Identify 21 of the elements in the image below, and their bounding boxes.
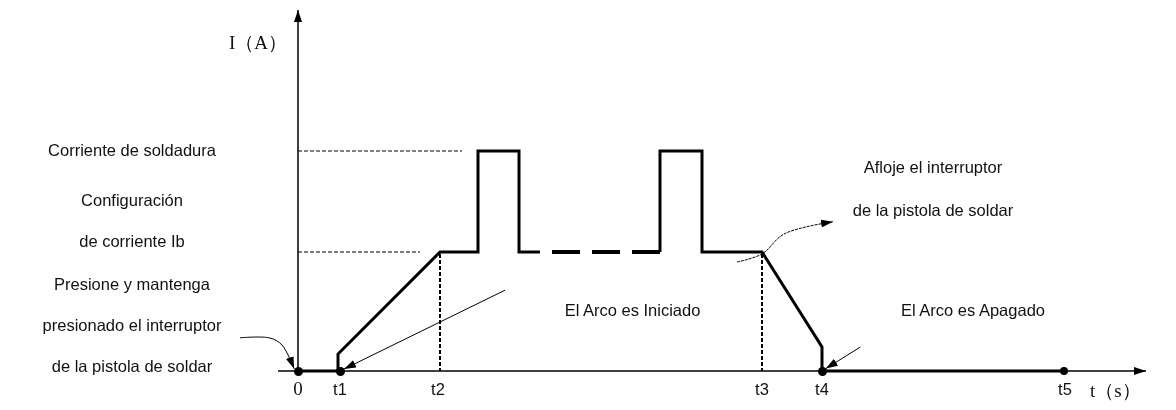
axis-title: I（A）	[229, 31, 288, 55]
level-label: Configuración de corriente Ib	[78, 190, 186, 252]
leader-arrow	[343, 289, 506, 370]
tick-label: t5	[1058, 380, 1072, 399]
axis-title: t（s）	[1090, 379, 1141, 403]
leader-arrow	[825, 346, 861, 370]
dot-node	[817, 366, 827, 376]
tick-label: t4	[815, 380, 829, 399]
tick-label: t3	[755, 380, 769, 399]
level-label: Corriente de soldadura	[48, 141, 216, 160]
dot-node	[293, 366, 303, 376]
dot-node	[335, 366, 345, 376]
annotation-text: El Arco es Apagado	[858, 290, 1088, 347]
annotation-text: Afloje el interruptor de la pistola de soldar	[833, 146, 1033, 232]
tick-label: t2	[431, 380, 445, 399]
leader-arrow	[736, 219, 834, 263]
tick-label: t1	[333, 380, 347, 399]
annotation-text: Presione y mantenga presionado el interruptor de la pistola de soldar	[24, 264, 240, 387]
annotation-text: El Arco es Iniciado	[505, 288, 760, 332]
tick-label: 0	[293, 378, 303, 400]
leader-arrow	[239, 336, 295, 370]
